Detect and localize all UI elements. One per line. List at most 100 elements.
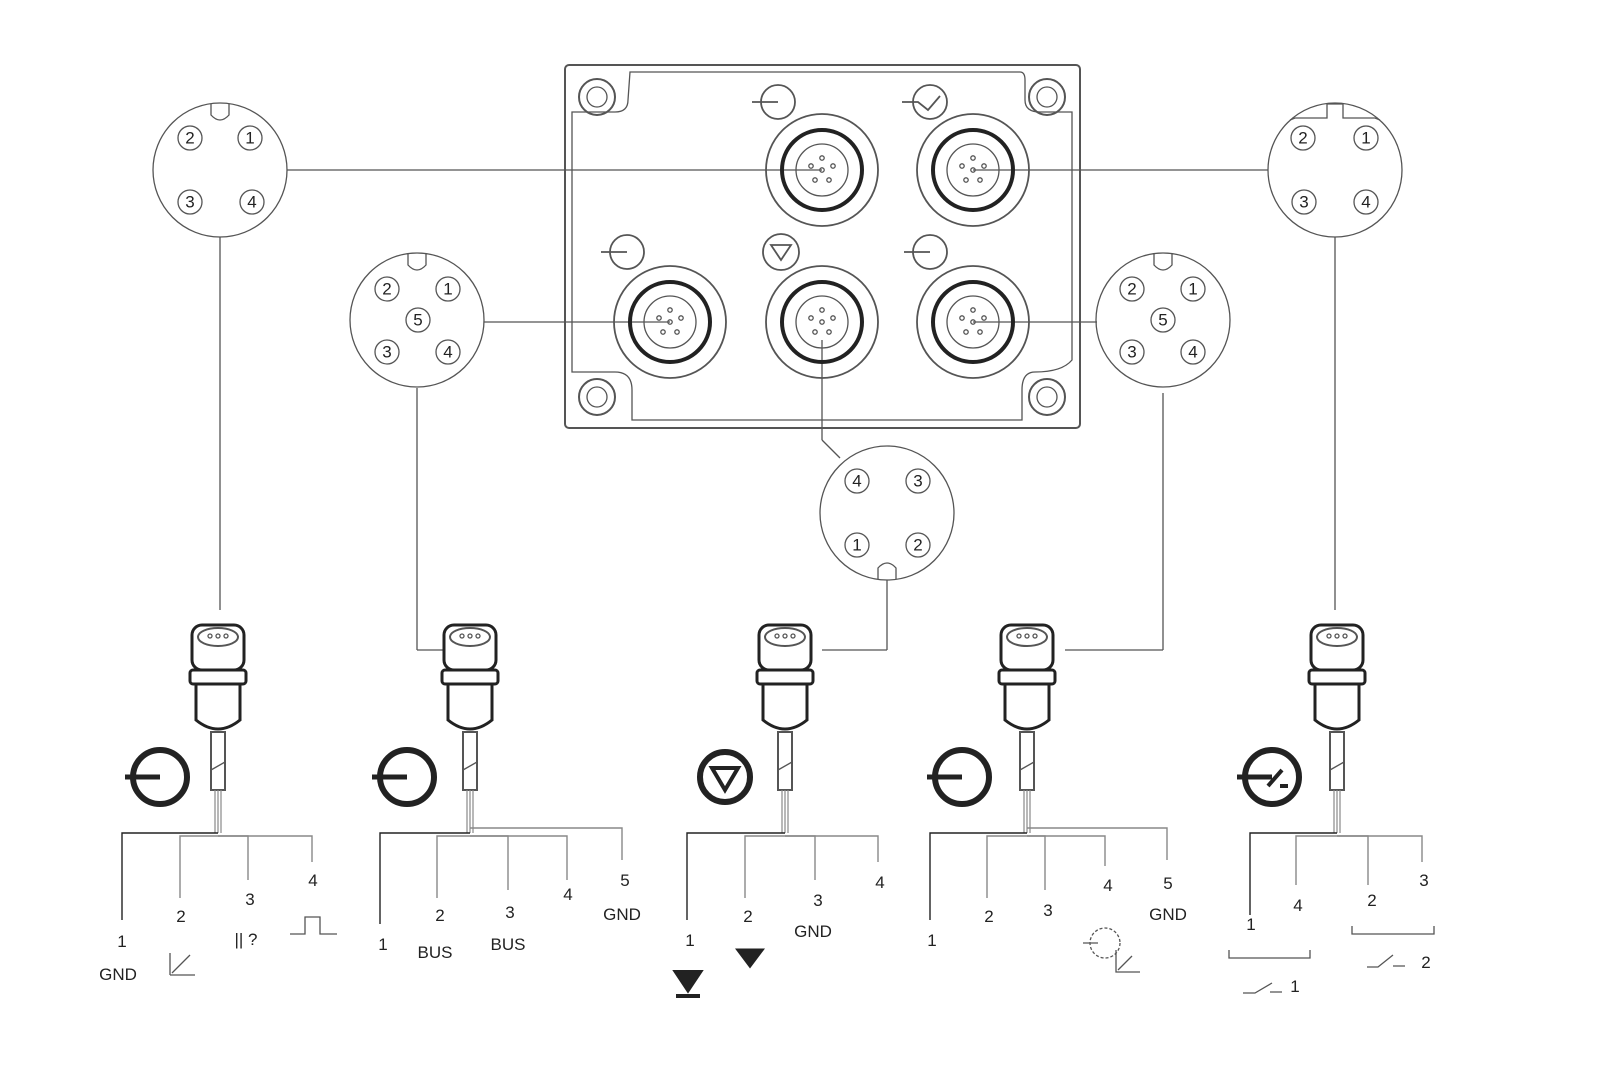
wire-5 <box>1027 827 1168 860</box>
plug-pin <box>223 633 229 639</box>
wire-number: 1 <box>1246 915 1255 934</box>
pin-number: 2 <box>1298 129 1307 148</box>
plug-face <box>1006 627 1048 647</box>
pin-circle <box>239 189 265 215</box>
wire-number: 2 <box>984 907 993 926</box>
wire-1 <box>686 832 785 920</box>
wire-number: 5 <box>620 871 629 890</box>
port-pin <box>667 319 673 325</box>
plug-face <box>197 627 239 647</box>
plug-pin <box>1334 633 1340 639</box>
pin-number: 1 <box>1188 280 1197 299</box>
screw-head <box>578 78 616 116</box>
connector-face <box>819 445 955 581</box>
pin-circle <box>435 339 461 365</box>
wire-number: 1 <box>117 932 126 951</box>
port-pin <box>981 315 987 321</box>
switch-label-2: 2 <box>1421 953 1430 972</box>
wire-label: || ? <box>234 930 257 949</box>
wire-3 <box>1337 835 1423 862</box>
plug-pin <box>774 633 780 639</box>
plug-nut <box>1307 668 1367 686</box>
port-pin <box>819 307 825 313</box>
analog-output-icon <box>927 747 992 807</box>
port-ac-output <box>916 113 1030 227</box>
wire-3 <box>218 835 249 880</box>
cable-jacket <box>462 731 478 791</box>
pin-number: 3 <box>913 472 922 491</box>
port-pin <box>826 177 832 183</box>
port-insert <box>795 295 849 349</box>
pin-number: 4 <box>852 472 861 491</box>
analog-ramp-icon <box>1083 942 1140 973</box>
port-pin <box>970 319 976 325</box>
port-insert <box>946 295 1000 349</box>
plug-body <box>1313 684 1361 731</box>
screw-icon <box>1028 378 1066 416</box>
connection-line <box>821 439 841 459</box>
port-pin <box>819 155 825 161</box>
pin-number: 1 <box>245 129 254 148</box>
screw-slot <box>1036 386 1058 408</box>
pin-number: 3 <box>382 343 391 362</box>
digital-input-icon <box>125 747 190 807</box>
level-low-icon <box>735 948 765 969</box>
pin-number: 4 <box>247 193 256 212</box>
key-notch <box>407 254 427 271</box>
pin-circle <box>844 468 870 494</box>
pin-circle <box>405 307 431 333</box>
wire-3 <box>470 835 509 890</box>
plug-pin <box>790 633 796 639</box>
pin-circle <box>1353 125 1379 151</box>
port-pin <box>826 329 832 335</box>
port-circle-arrow-icon <box>904 234 948 270</box>
port-pin <box>977 177 983 183</box>
port-pin <box>830 315 836 321</box>
plug-body <box>194 684 242 731</box>
pin-number: 2 <box>1127 280 1136 299</box>
icon-circle <box>697 749 753 805</box>
wire-4 <box>218 835 313 862</box>
screw-head <box>1028 378 1066 416</box>
wire-number: 3 <box>1419 871 1428 890</box>
port-insert <box>795 143 849 197</box>
housing-outline <box>564 64 1081 429</box>
bus-icon <box>372 747 437 807</box>
port-pin <box>830 163 836 169</box>
port-pin <box>959 163 965 169</box>
wire-number: 1 <box>685 931 694 950</box>
bracket-1 <box>1228 950 1311 959</box>
pin-circle <box>844 532 870 558</box>
plug-head <box>999 623 1055 672</box>
cable-jacket <box>777 731 793 791</box>
screw-icon <box>578 378 616 416</box>
level-sensor-icon <box>697 749 753 805</box>
wire-number: 3 <box>245 890 254 909</box>
icon-switch <box>1266 768 1288 788</box>
connector-face <box>1095 252 1231 388</box>
port-pin <box>819 319 825 325</box>
port-pin <box>963 177 969 183</box>
cable-break <box>1329 761 1345 771</box>
pin-number: 5 <box>413 311 422 330</box>
wire-3 <box>1027 835 1046 890</box>
wire-number: 4 <box>1293 896 1302 915</box>
wire-label: BUS <box>418 943 453 962</box>
port-socket <box>931 128 1015 212</box>
wire-3 <box>785 835 816 880</box>
port-switch-icon <box>902 84 948 120</box>
pin-number: 5 <box>1158 311 1167 330</box>
wire-4 <box>785 835 879 862</box>
pin-number: 4 <box>1188 343 1197 362</box>
connector-face <box>349 252 485 388</box>
pin-circle <box>435 276 461 302</box>
port-bus <box>613 265 727 379</box>
plug-pin <box>782 633 788 639</box>
wire-number: 4 <box>563 885 572 904</box>
connector-face <box>152 102 288 238</box>
pin-circle <box>905 532 931 558</box>
